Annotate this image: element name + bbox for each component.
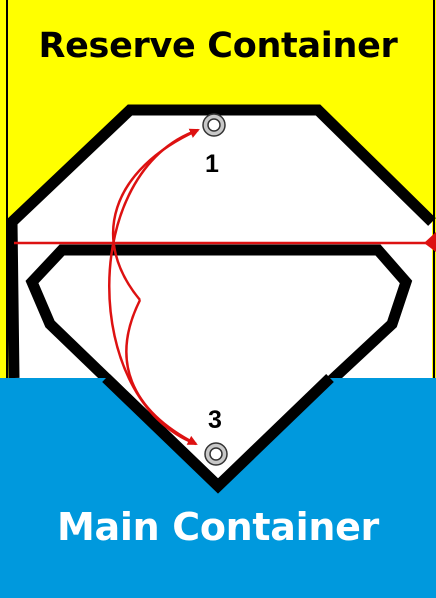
grommet-3-icon (205, 443, 227, 465)
grommet-3-label: 3 (208, 406, 222, 435)
reserve-container-label: Reserve Container (0, 26, 436, 66)
grommet-1-icon (203, 114, 225, 136)
grommet-1-label: 1 (205, 150, 219, 179)
main-container-label: Main Container (0, 505, 436, 549)
